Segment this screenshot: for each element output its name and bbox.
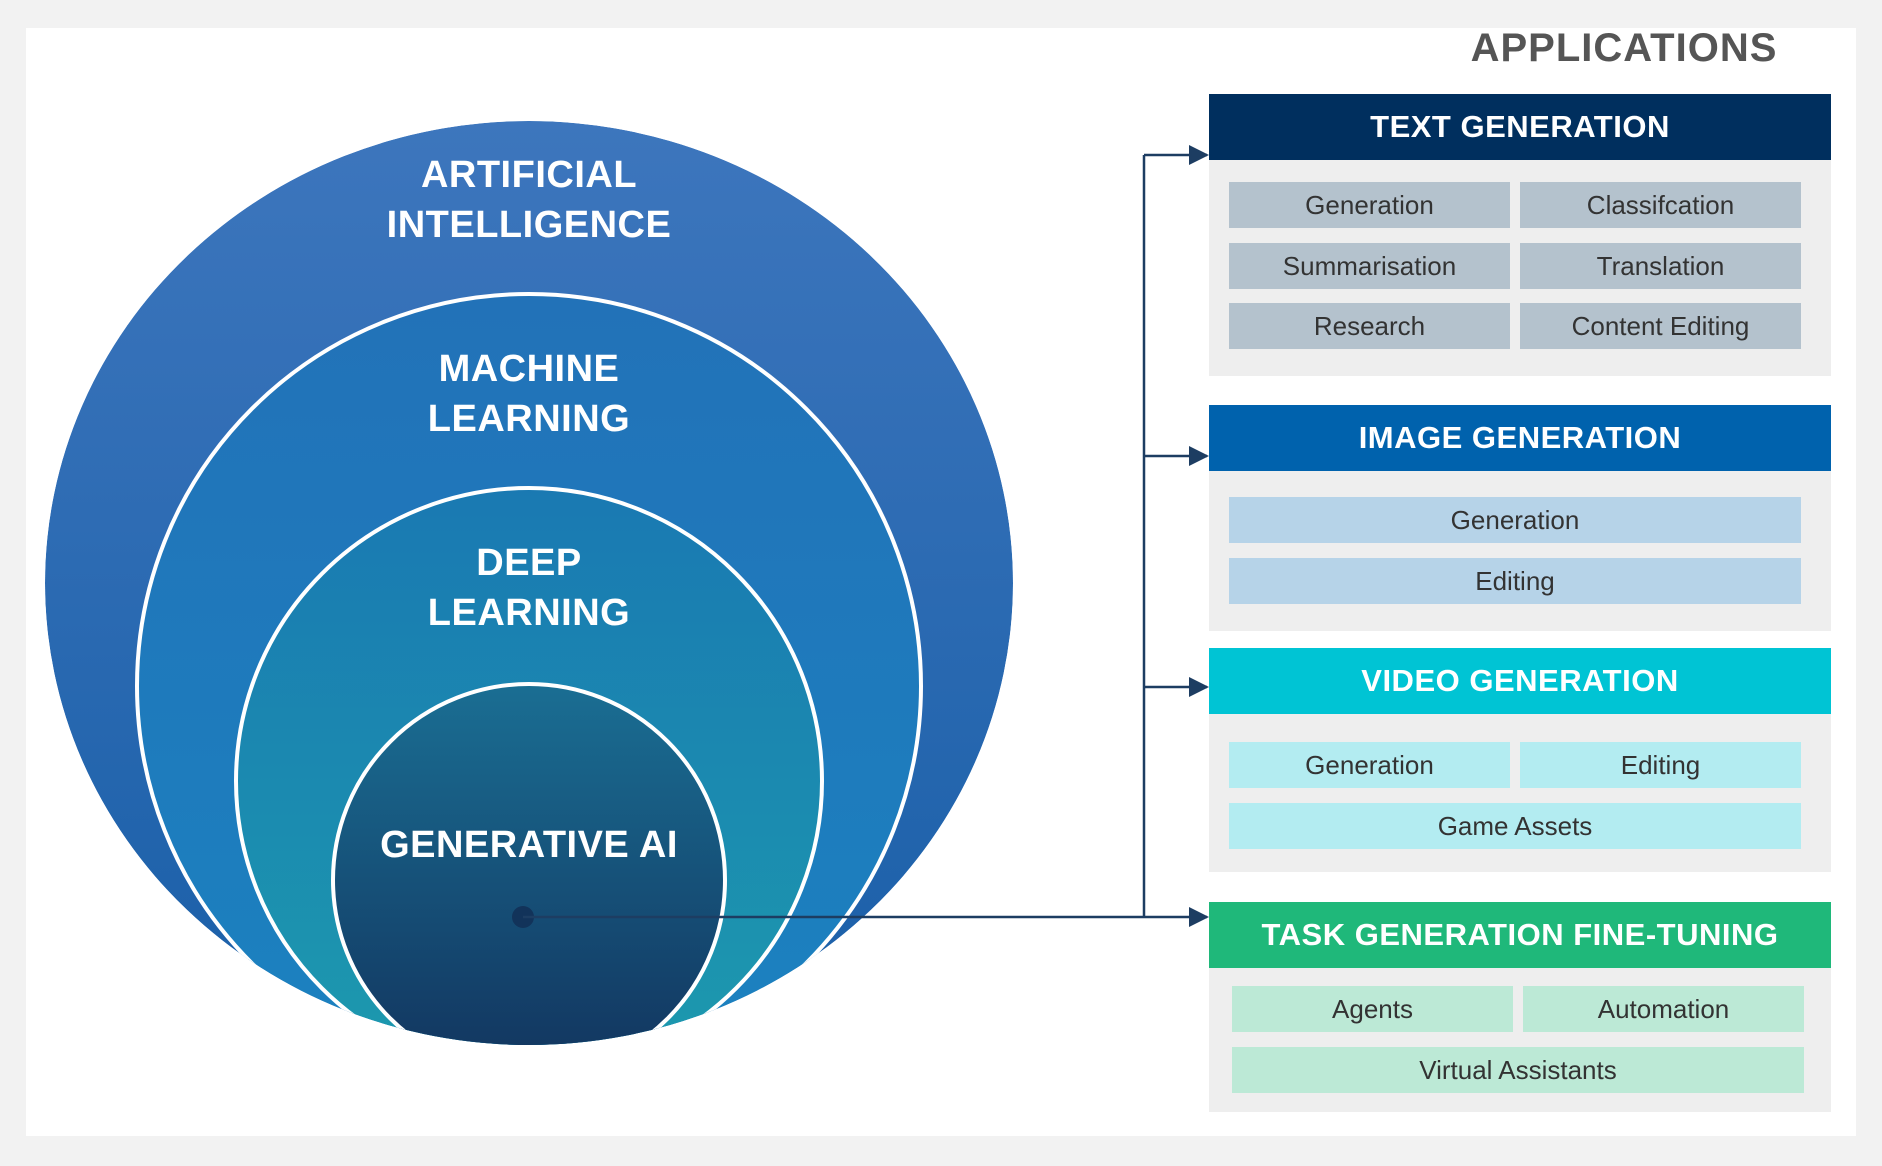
list-item: Editing [1229, 558, 1801, 604]
list-item: Virtual Assistants [1232, 1047, 1804, 1093]
panel-header-image-generation: IMAGE GENERATION [1209, 405, 1831, 471]
list-item: Editing [1520, 742, 1801, 788]
list-item: Translation [1520, 243, 1801, 289]
label-artificial-intelligence: ARTIFICIAL INTELLIGENCE [386, 154, 672, 246]
list-item: Generation [1229, 742, 1510, 788]
list-item: Content Editing [1520, 303, 1801, 349]
panel-text-generation: TEXT GENERATION Generation Classifcation… [1209, 94, 1831, 376]
panel-header-text-generation: TEXT GENERATION [1209, 94, 1831, 160]
panel-image-generation: IMAGE GENERATION Generation Editing [1209, 405, 1831, 631]
list-item: Generation [1229, 182, 1510, 228]
list-item: Summarisation [1229, 243, 1510, 289]
label-deep-learning: DEEP LEARNING [427, 542, 631, 634]
label-generative-ai: GENERATIVE AI [380, 824, 678, 866]
list-item: Agents [1232, 986, 1513, 1032]
connector-lines [523, 145, 1209, 927]
panel-header-task-generation: TASK GENERATION FINE-TUNING [1209, 902, 1831, 968]
applications-title: APPLICATIONS [1470, 26, 1778, 70]
nested-circles-diagram [45, 121, 1209, 1045]
list-item: Automation [1523, 986, 1804, 1032]
panel-task-generation-fine-tuning: TASK GENERATION FINE-TUNING Agents Autom… [1209, 902, 1831, 1112]
panel-header-video-generation: VIDEO GENERATION [1209, 648, 1831, 714]
list-item: Research [1229, 303, 1510, 349]
list-item: Generation [1229, 497, 1801, 543]
panel-video-generation: VIDEO GENERATION Generation Editing Game… [1209, 648, 1831, 872]
list-item: Classifcation [1520, 182, 1801, 228]
list-item: Game Assets [1229, 803, 1801, 849]
circle-generative-ai [331, 682, 727, 1045]
label-machine-learning: MACHINE LEARNING [427, 348, 631, 440]
